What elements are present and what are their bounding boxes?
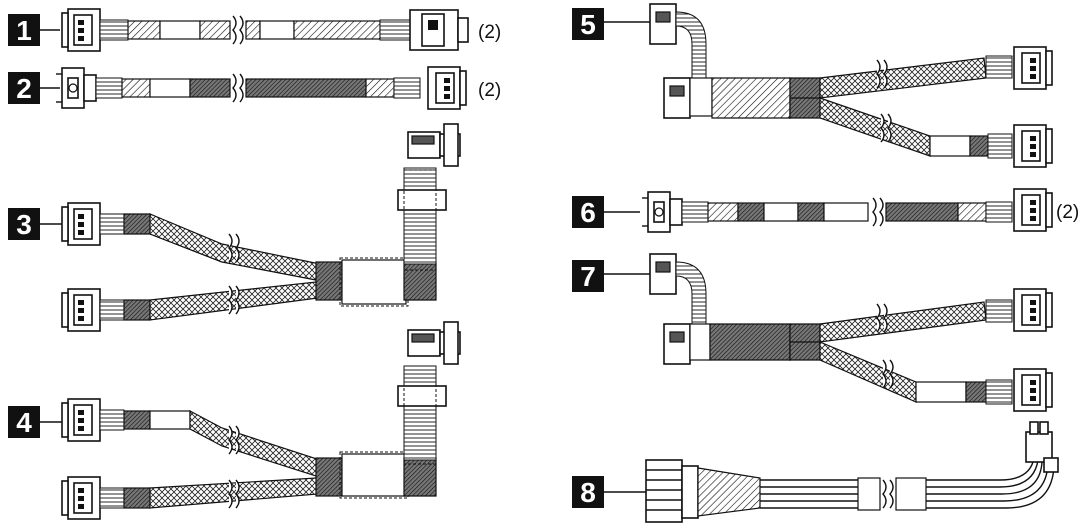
cable-break xyxy=(232,15,244,45)
wire-fan xyxy=(95,77,123,99)
connector-left xyxy=(55,67,97,109)
cable-1: 1 (2) xyxy=(8,8,501,52)
cable-sleeve xyxy=(159,20,201,40)
cable-jacket xyxy=(711,77,791,119)
wire-bundle xyxy=(403,365,437,461)
power-wires xyxy=(760,479,858,509)
connector-top xyxy=(649,3,677,45)
connector-upper xyxy=(61,398,101,442)
connector-right-lower xyxy=(1013,368,1053,412)
connector-upper xyxy=(61,202,101,246)
cable-break xyxy=(232,73,244,103)
connector-bottom xyxy=(663,77,691,119)
badge-4: 4 xyxy=(8,406,40,438)
connector-right-lower xyxy=(1013,124,1053,168)
connector-lower xyxy=(61,476,101,520)
cable-3: 3 xyxy=(8,123,461,332)
connector-right-angle xyxy=(407,321,461,365)
cable-6: 6 (2) xyxy=(572,188,1079,233)
cable-sleeve xyxy=(341,259,407,305)
cable-jacket xyxy=(885,202,959,222)
cable-break xyxy=(882,479,894,509)
svg-text:1: 1 xyxy=(16,15,32,46)
quantity-label: (2) xyxy=(478,22,501,43)
wire-bundle xyxy=(403,167,437,265)
wire-bundle xyxy=(697,467,761,517)
connector-left xyxy=(61,8,101,52)
power-connector-right xyxy=(1025,431,1053,463)
svg-text:3: 3 xyxy=(16,209,32,240)
cable-8: 8 xyxy=(572,421,1059,523)
connector-left xyxy=(641,191,683,233)
badge-6: 6 xyxy=(572,196,604,228)
cable-clip xyxy=(397,385,447,407)
cable-2: 2 (2) xyxy=(8,66,501,110)
svg-text:6: 6 xyxy=(580,197,596,228)
svg-text:4: 4 xyxy=(16,407,32,438)
quantity-label: (2) xyxy=(1056,202,1079,223)
connector-right xyxy=(427,66,467,110)
badge-1: 1 xyxy=(8,14,40,46)
cable-7: 7 xyxy=(572,253,1053,412)
connector-top xyxy=(649,253,677,295)
connector-lower xyxy=(61,288,101,332)
mesh-branch xyxy=(149,213,321,281)
cable-jacket xyxy=(189,78,231,98)
svg-text:7: 7 xyxy=(580,261,596,292)
quantity-label: (2) xyxy=(478,80,501,101)
badge-7: 7 xyxy=(572,260,604,292)
cable-4: 4 xyxy=(8,321,461,520)
connector-right xyxy=(1013,188,1053,232)
cable-jacket xyxy=(709,323,791,361)
svg-text:2: 2 xyxy=(16,73,32,104)
connector-right-upper xyxy=(1013,288,1053,332)
cable-sleeve xyxy=(341,453,407,497)
connector-right-upper xyxy=(1013,46,1053,90)
wire-fan xyxy=(99,19,129,41)
cable-jacket xyxy=(127,20,161,40)
connector-bottom xyxy=(663,323,691,365)
cable-break xyxy=(872,197,884,227)
badge-3: 3 xyxy=(8,208,40,240)
badge-2: 2 xyxy=(8,72,40,104)
cable-5: 5 xyxy=(572,3,1053,168)
svg-text:5: 5 xyxy=(580,9,596,40)
badge-5: 5 xyxy=(572,8,604,40)
cable-clip xyxy=(397,189,447,211)
svg-text:8: 8 xyxy=(580,477,596,508)
wire-fan xyxy=(675,11,707,79)
badge-8: 8 xyxy=(572,476,604,508)
connector-right-angle xyxy=(407,123,461,167)
